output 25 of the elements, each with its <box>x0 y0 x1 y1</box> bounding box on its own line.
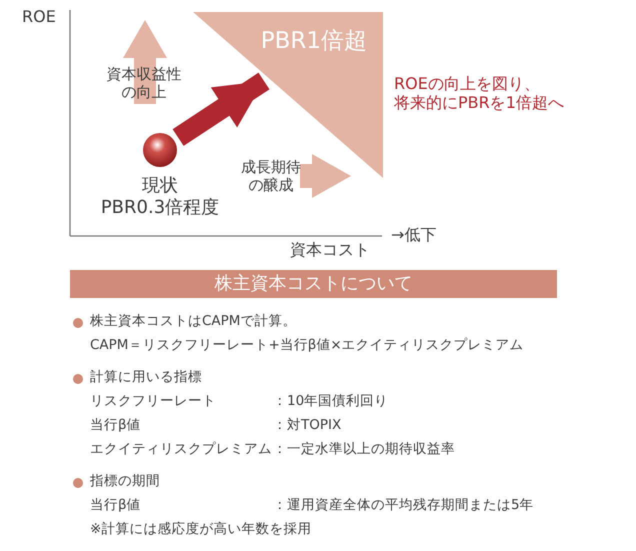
node-caption: 現状 PBR0.3倍程度 <box>100 175 220 218</box>
list-text: ※計算には感応度が高い年数を採用 <box>90 521 312 538</box>
table-cell-text: リスクフリーレート <box>90 393 216 410</box>
table-cell-text: 当行β値 <box>90 417 141 434</box>
list-text: 指標の期間 <box>90 473 160 490</box>
axis-label: 資本コスト <box>290 240 370 260</box>
header-band: 株主資本コストについて <box>70 270 557 298</box>
goal-text: ROEの向上を図り、将来的にPBRを1倍超へ <box>394 74 565 112</box>
table-cell-text: ：運用資産全体の平均残存期間または5年 <box>273 497 534 514</box>
arrow <box>172 72 270 146</box>
table-cell-text: 当行β値 <box>90 497 141 514</box>
table-cell-text: ：対TOPIX <box>273 417 342 434</box>
list-text: 計算に用いる指標 <box>90 369 202 386</box>
list-text: 株主資本コストはCAPMで計算。 <box>90 313 296 330</box>
table-cell-text: ：一定水準以上の期待収益率 <box>273 441 455 458</box>
triangle-area <box>193 12 383 178</box>
arrow-label: 資本収益性の向上 <box>106 65 182 101</box>
table-cell-text: エクイティリスクプレミアム <box>90 441 272 458</box>
list-text: CAPM＝リスクフリーレート+当行β値×エクイティリスクプレミアム <box>90 337 524 354</box>
axis-label: ROE <box>22 7 56 26</box>
ball-icon <box>143 133 177 167</box>
table-cell-text: ：10年国債利回り <box>273 393 388 410</box>
area-label: PBR1倍超 <box>260 28 367 56</box>
axis-note: →低下 <box>391 225 436 244</box>
arrow-label: 成長期待の醸成 <box>240 158 302 194</box>
